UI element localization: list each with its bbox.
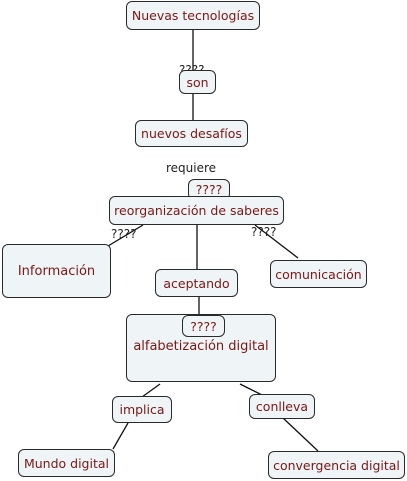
- node-son[interactable]: son: [179, 70, 216, 94]
- node-informacion-text: Información: [17, 263, 96, 279]
- line-reorg-to-comunicacion: [254, 224, 299, 259]
- line-implica-to-mundo: [112, 422, 129, 450]
- node-reorganizacion-de-saberes[interactable]: reorganización de saberes: [109, 196, 284, 225]
- right-qmarks-label: ????: [251, 225, 277, 239]
- node-alfabetizacion-qmarks-text: ????: [190, 318, 217, 334]
- node-comunicacion[interactable]: comunicación: [270, 260, 367, 288]
- node-informacion[interactable]: Información: [2, 244, 111, 298]
- line-conlleva-to-convergencia: [282, 417, 319, 452]
- node-conlleva[interactable]: conlleva: [249, 394, 315, 419]
- node-reorganizacion-qmarks-text: ????: [195, 182, 223, 197]
- node-implica[interactable]: implica: [112, 396, 172, 423]
- node-mundo-digital-text: Mundo digital: [23, 455, 110, 471]
- node-reorganizacion-qmarks[interactable]: ????: [188, 179, 230, 200]
- node-alfabetizacion-digital-text: alfabetización digital: [133, 339, 269, 354]
- node-alfabetizacion-qmarks[interactable]: ????: [182, 315, 225, 337]
- left-qmarks-label: ????: [111, 227, 137, 241]
- node-reorganizacion-de-saberes-text: reorganización de saberes: [114, 203, 279, 218]
- node-nuevas-tecnologias-text: Nuevas tecnologías: [131, 8, 255, 23]
- node-nuevas-tecnologias[interactable]: Nuevas tecnologías: [126, 1, 260, 30]
- node-aceptando[interactable]: aceptando: [155, 269, 238, 297]
- node-nuevos-desafios-text: nuevos desafíos: [141, 126, 242, 141]
- node-aceptando-text: aceptando: [163, 275, 230, 291]
- node-convergencia-digital[interactable]: convergencia digital: [268, 451, 405, 479]
- line-alfab-to-conlleva: [239, 383, 263, 396]
- node-son-text: son: [186, 74, 209, 90]
- node-mundo-digital[interactable]: Mundo digital: [18, 449, 115, 477]
- node-conlleva-text: conlleva: [255, 399, 309, 414]
- node-nuevos-desafios[interactable]: nuevos desafíos: [135, 120, 248, 147]
- node-convergencia-digital-text: convergencia digital: [273, 457, 400, 473]
- requiere-label: requiere: [166, 161, 217, 175]
- node-implica-text: implica: [119, 402, 165, 417]
- node-comunicacion-text: comunicación: [275, 266, 362, 282]
- line-reorg-to-informacion: [107, 224, 144, 247]
- line-alfab-to-implica: [141, 383, 161, 398]
